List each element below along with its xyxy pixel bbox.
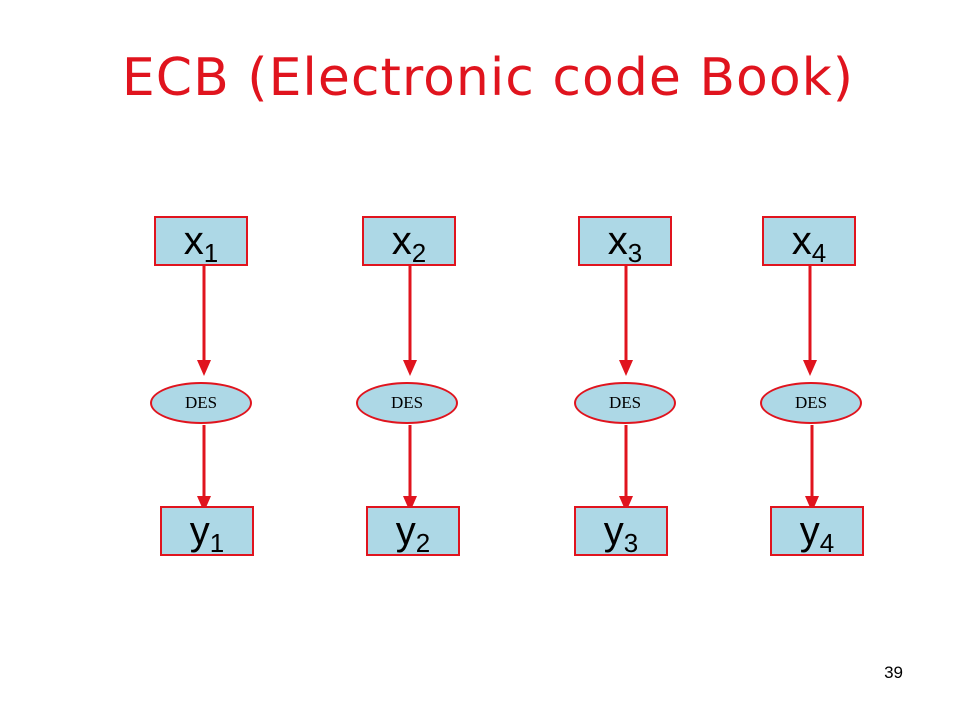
block-variable: y — [395, 509, 416, 553]
des-cipher-4: DES — [760, 382, 862, 424]
block-variable: y — [603, 509, 624, 553]
arrowhead — [403, 496, 417, 512]
block-subscript: 3 — [623, 527, 639, 558]
arrowhead — [803, 360, 817, 376]
des-cipher-1: DES — [150, 382, 252, 424]
block-subscript: 2 — [411, 237, 427, 268]
arrowhead — [805, 496, 819, 512]
block-subscript: 1 — [209, 527, 225, 558]
arrowhead — [619, 496, 633, 512]
block-subscript: 4 — [819, 527, 835, 558]
block-subscript: 2 — [415, 527, 431, 558]
arrowhead — [197, 360, 211, 376]
arrowhead — [403, 360, 417, 376]
block-variable: y — [189, 509, 210, 553]
des-cipher-3: DES — [574, 382, 676, 424]
block-variable: y — [799, 509, 820, 553]
des-cipher-2: DES — [356, 382, 458, 424]
block-variable: x — [183, 219, 204, 263]
page-number: 39 — [884, 663, 903, 682]
block-variable: x — [391, 219, 412, 263]
block-subscript: 4 — [811, 237, 827, 268]
block-variable: x — [607, 219, 628, 263]
block-subscript: 1 — [203, 237, 219, 268]
block-variable: x — [791, 219, 812, 263]
block-subscript: 3 — [627, 237, 643, 268]
arrowhead — [619, 360, 633, 376]
arrowhead — [197, 496, 211, 512]
slide-title: ECB (Electronic code Book) — [121, 48, 855, 108]
